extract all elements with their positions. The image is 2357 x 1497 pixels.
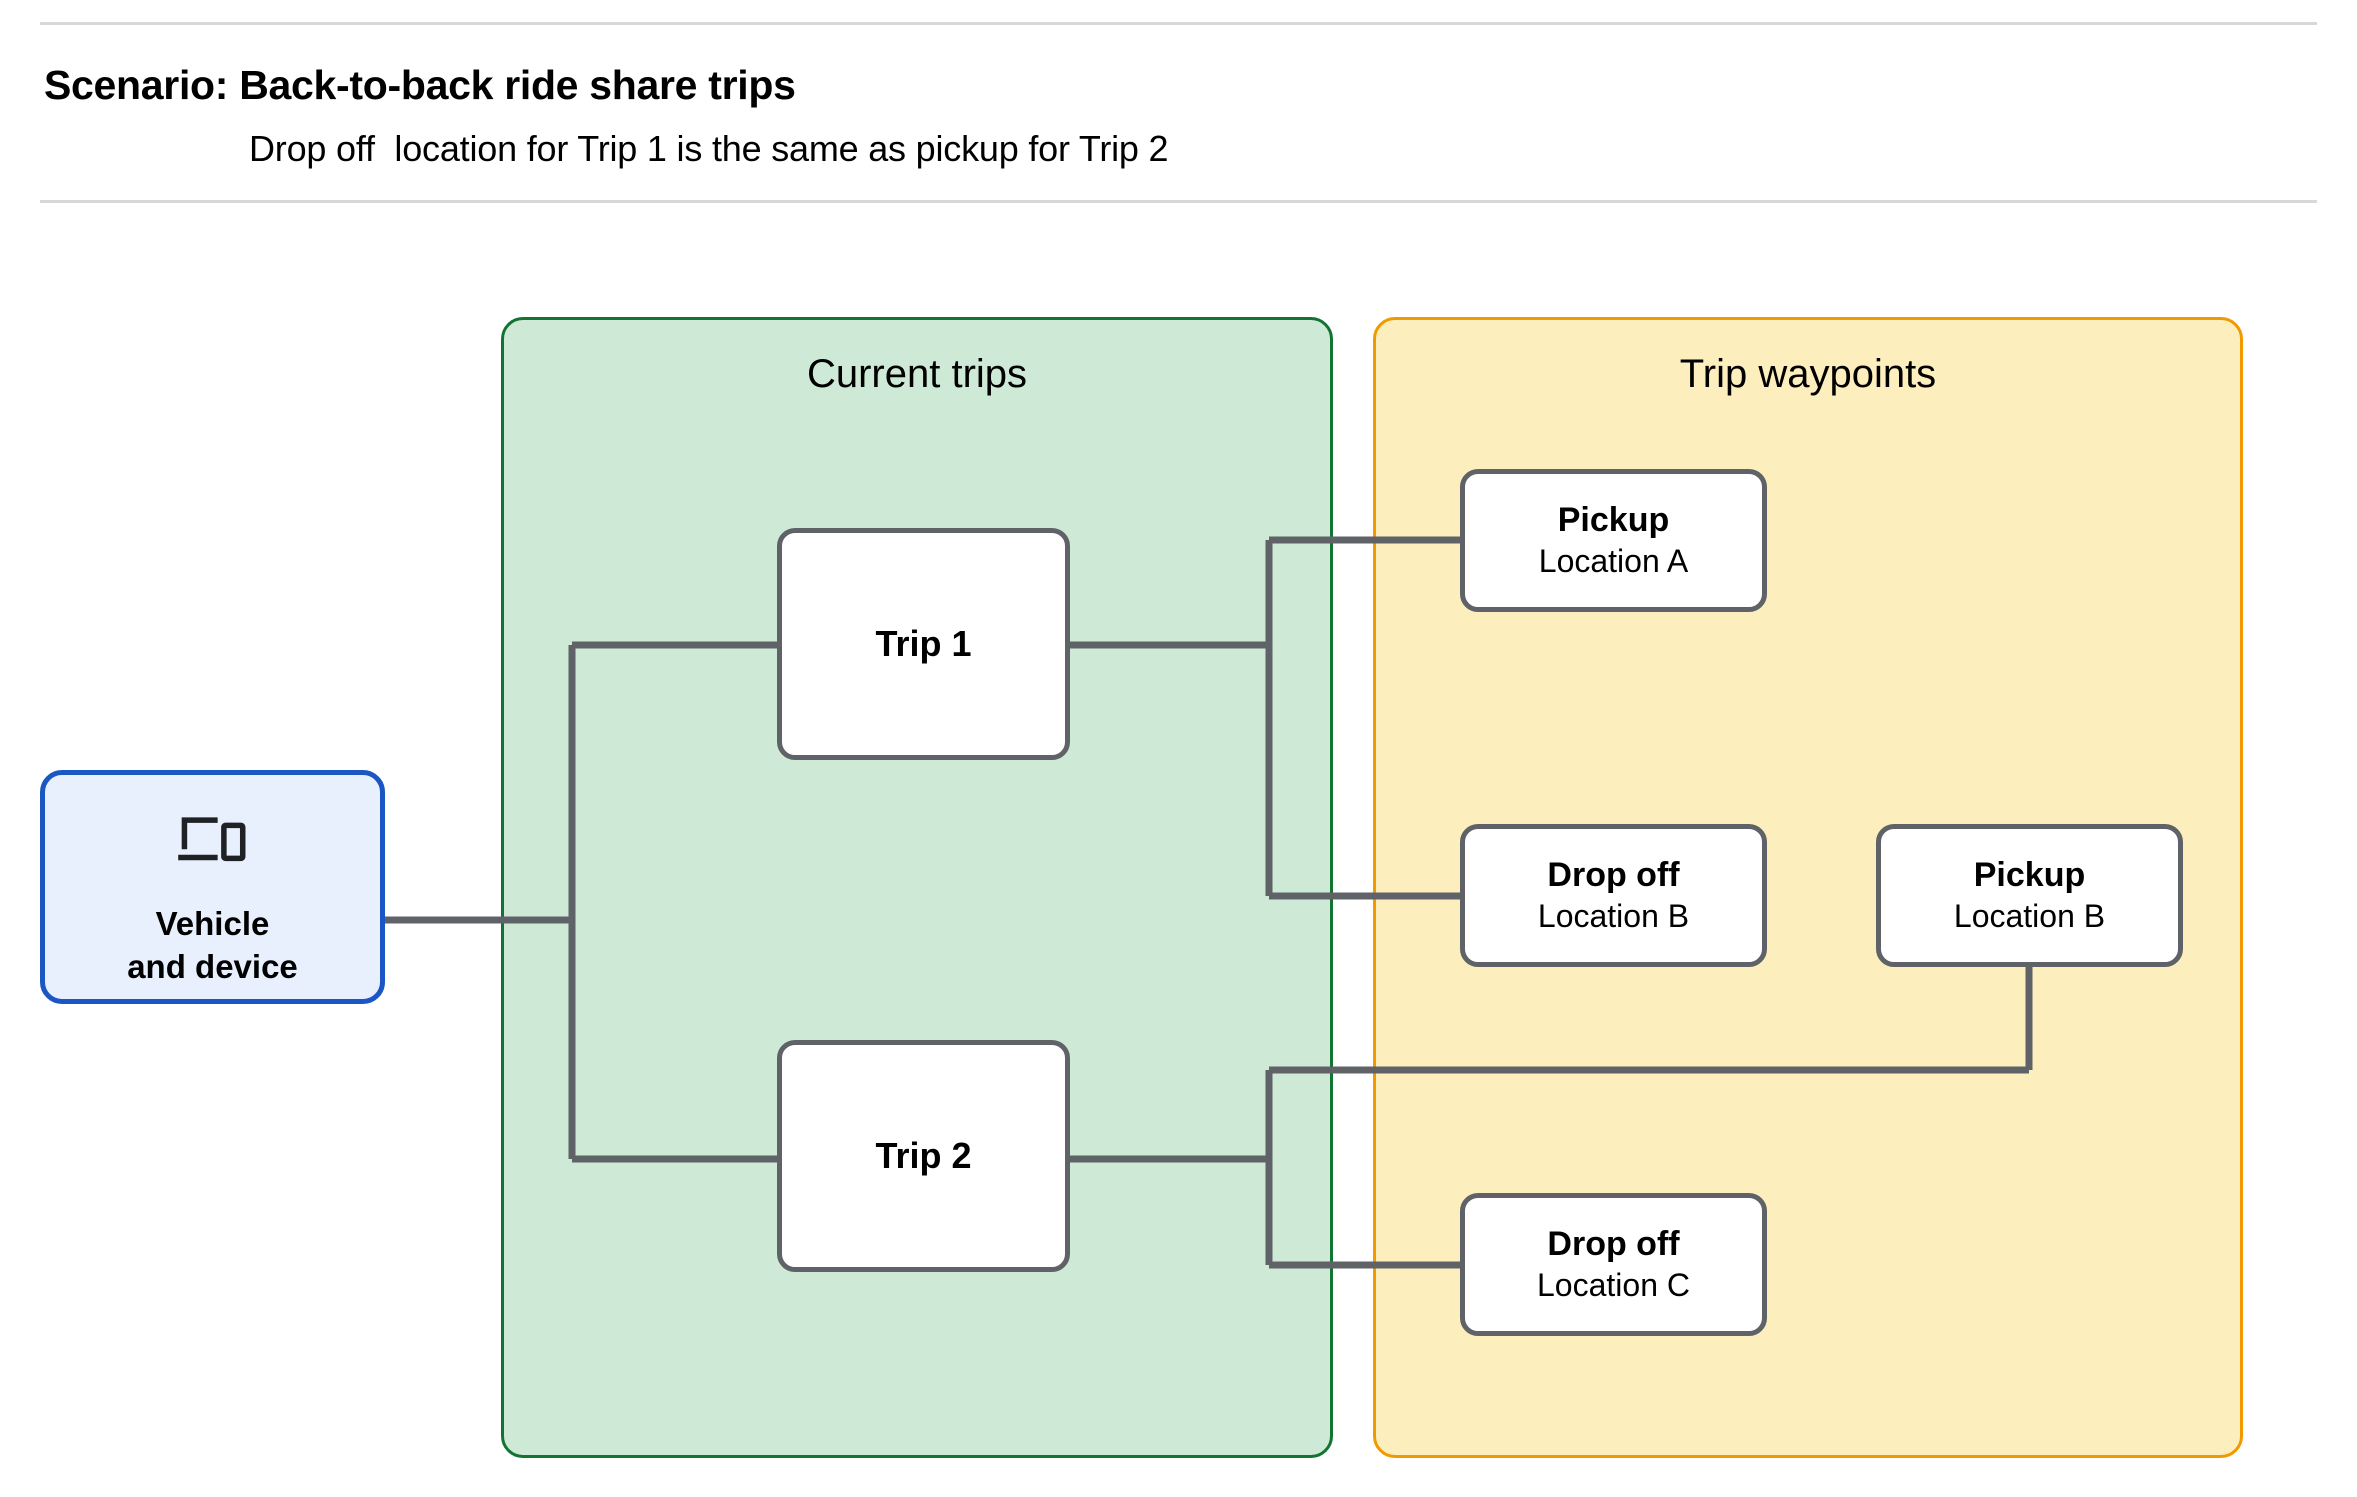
waypoint-dropoff-c-title: Drop off — [1547, 1225, 1680, 1264]
node-trip-2[interactable]: Trip 2 — [777, 1040, 1070, 1272]
page-title: Scenario: Back-to-back ride share trips — [44, 62, 796, 108]
waypoint-pickup-b-location: Location B — [1953, 897, 2106, 934]
waypoint-dropoff-b-location: Location B — [1537, 897, 1690, 934]
waypoint-pickup-a-location: Location A — [1538, 542, 1689, 579]
waypoint-dropoff-c-location: Location C — [1537, 1266, 1690, 1303]
trip-1-label: Trip 1 — [875, 623, 972, 664]
waypoint-pickup-b-title: Pickup — [1973, 856, 2086, 895]
waypoint-pickup-a-title: Pickup — [1557, 501, 1670, 540]
header-divider-bottom — [40, 200, 2317, 203]
node-waypoint-dropoff-b[interactable]: Drop off Location B — [1460, 824, 1767, 967]
node-waypoint-pickup-a[interactable]: Pickup Location A — [1460, 469, 1767, 612]
vehicle-label: Vehicle and device — [127, 905, 298, 985]
node-vehicle-and-device[interactable]: Vehicle and device — [40, 770, 385, 1004]
page-subtitle: Drop off location for Trip 1 is the same… — [249, 128, 1169, 169]
devices-icon — [177, 817, 245, 862]
trip-2-label: Trip 2 — [875, 1135, 972, 1176]
group-current-trips: Current trips — [501, 317, 1333, 1458]
waypoint-dropoff-b-title: Drop off — [1547, 856, 1680, 895]
node-waypoint-pickup-b[interactable]: Pickup Location B — [1876, 824, 2183, 967]
header-divider-top — [40, 22, 2317, 25]
group-trip-waypoints-title: Trip waypoints — [1679, 352, 1937, 396]
group-current-trips-title: Current trips — [806, 352, 1028, 396]
node-trip-1[interactable]: Trip 1 — [777, 528, 1070, 760]
node-waypoint-dropoff-c[interactable]: Drop off Location C — [1460, 1193, 1767, 1336]
